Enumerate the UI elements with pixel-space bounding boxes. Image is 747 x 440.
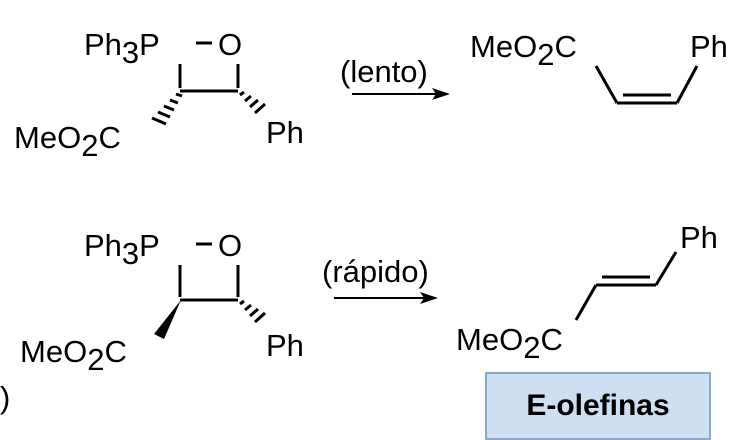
reaction-2: Ph3P O MeO2C Ph (rápido)	[20, 220, 718, 377]
product-2-bond-right	[654, 251, 678, 286]
reactant-1-ph3p-label: Ph3P	[84, 27, 160, 70]
reactant-2-wedge-bond-ester	[154, 300, 181, 339]
reactant-1-hashed-bond-phenyl	[239, 90, 267, 115]
reaction-1-condition: (lento)	[340, 54, 428, 89]
reactant-1-oxaphosphetane: Ph3P O	[14, 27, 304, 163]
reactant-1-oxygen-label: O	[218, 27, 242, 62]
reactant-2-hashed-bond-phenyl	[239, 299, 267, 324]
product-2-phenyl-label: Ph	[680, 220, 718, 255]
product-2-ester-label: MeO2C	[456, 322, 563, 365]
reactant-1-phenyl-label: Ph	[266, 115, 304, 150]
e-olefin-result-label: E-olefinas	[485, 372, 711, 440]
reactant-2-ester-label: MeO2C	[20, 334, 127, 377]
reaction-2-condition: (rápido)	[322, 254, 429, 289]
product-2-bond-left	[574, 284, 598, 321]
product-1-bond-right	[675, 65, 699, 104]
product-1-ester-label: MeO2C	[470, 29, 577, 72]
reaction-1: Ph3P O	[14, 27, 728, 163]
product-1-z-olefin: MeO2C Ph	[470, 29, 728, 105]
reactant-2-oxygen-label: O	[218, 228, 242, 263]
reaction-1-arrowhead	[432, 88, 450, 100]
product-1-bond-left	[594, 65, 619, 104]
reactant-2-ph3p-label: Ph3P	[84, 228, 160, 271]
product-1-phenyl-label: Ph	[690, 29, 728, 64]
product-2-e-olefin: Ph MeO2C	[456, 220, 718, 365]
reactant-1-ester-label: MeO2C	[14, 120, 121, 163]
reactant-1-hashed-bond-ester	[151, 92, 183, 126]
cropped-parenthesis: )	[0, 380, 11, 415]
reaction-2-arrowhead	[420, 292, 438, 304]
reactant-2-phenyl-label: Ph	[266, 328, 304, 363]
reactant-2-oxaphosphetane: Ph3P O MeO2C Ph	[20, 228, 304, 377]
